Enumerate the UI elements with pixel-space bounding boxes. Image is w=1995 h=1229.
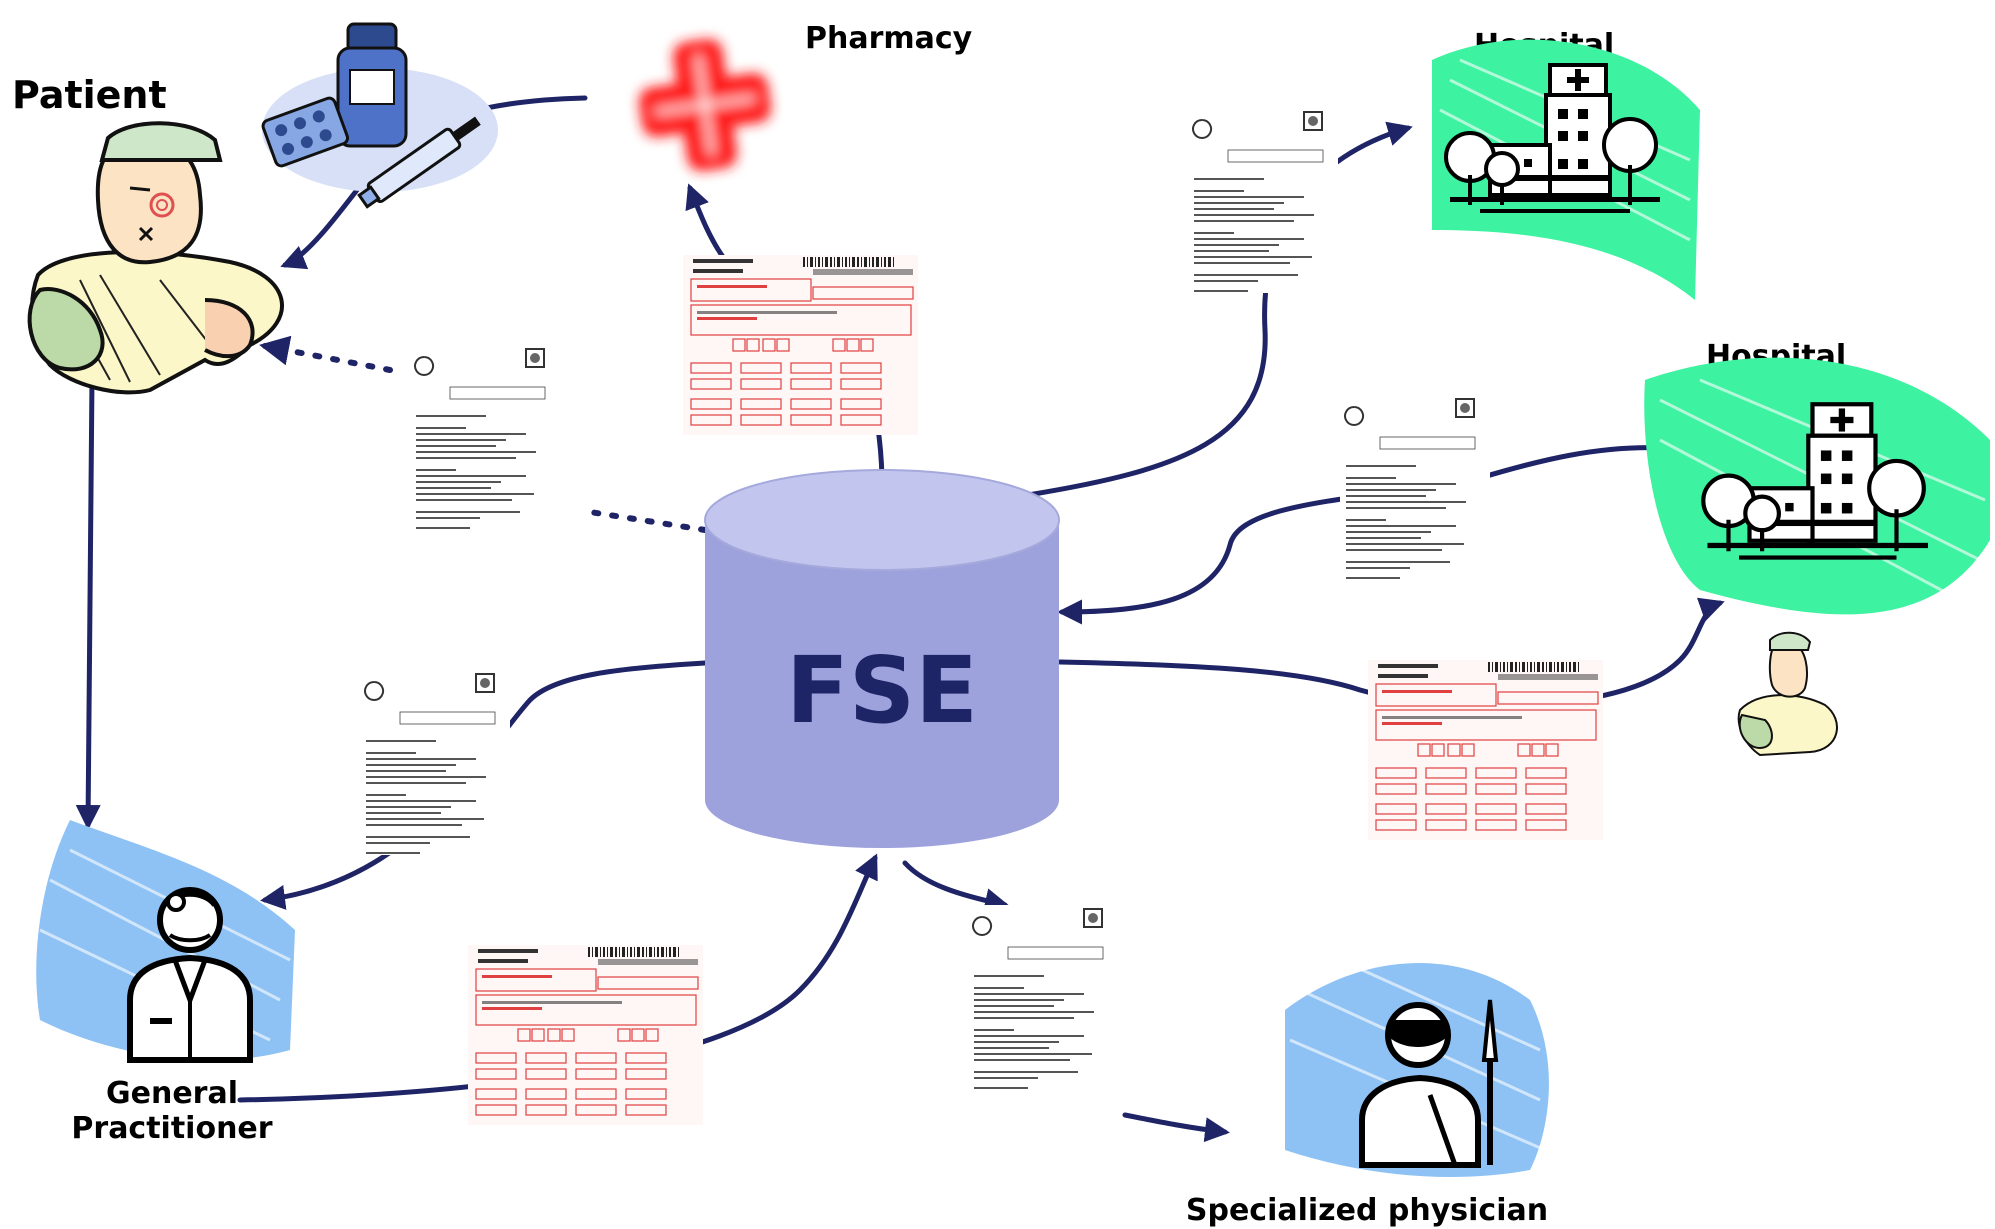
report-document-gp bbox=[359, 669, 511, 856]
patient-icon bbox=[27, 121, 284, 395]
pharmacy-cross-icon bbox=[638, 38, 772, 172]
flow-report-to-specialist bbox=[1122, 1112, 1230, 1143]
flow-patient-to-gp bbox=[75, 375, 101, 830]
flow-hospital-2-to-fse bbox=[1057, 445, 1668, 625]
prescription-form-gp bbox=[467, 944, 704, 1126]
flow-fse-to-patient-dotted bbox=[587, 509, 708, 533]
patient-label: Patient bbox=[12, 73, 167, 117]
medicine-icon bbox=[261, 22, 498, 209]
general-practitioner-icon bbox=[36, 820, 295, 1063]
report-document-specialist bbox=[967, 904, 1119, 1091]
hospital-1-icon bbox=[1432, 39, 1700, 300]
hospital-2-icon bbox=[1644, 357, 1990, 615]
report-document-hospital-1 bbox=[1187, 107, 1339, 294]
report-document-patient bbox=[409, 344, 561, 531]
fse-database-cylinder bbox=[704, 469, 1060, 848]
flow-fse-to-specialist bbox=[902, 860, 1010, 913]
specialist-label: Specialized physician bbox=[1186, 1193, 1548, 1228]
prescription-form-hospital-2 bbox=[1367, 659, 1604, 841]
pharmacy-label: Pharmacy bbox=[805, 21, 973, 56]
prescription-form-pharmacy bbox=[682, 254, 919, 436]
small-patient-icon bbox=[1737, 631, 1838, 757]
gp-label-line-1: General bbox=[106, 1076, 238, 1111]
gp-label-line-2: Practitioner bbox=[71, 1111, 272, 1146]
fse-label: FSE bbox=[786, 637, 978, 744]
flow-fse-to-gp bbox=[260, 660, 708, 910]
flow-gp-to-fse bbox=[237, 853, 878, 1103]
flow-report-to-patient-dotted bbox=[259, 335, 393, 373]
specialized-physician-icon bbox=[1285, 958, 1549, 1178]
report-document-hospital-2 bbox=[1339, 394, 1491, 581]
